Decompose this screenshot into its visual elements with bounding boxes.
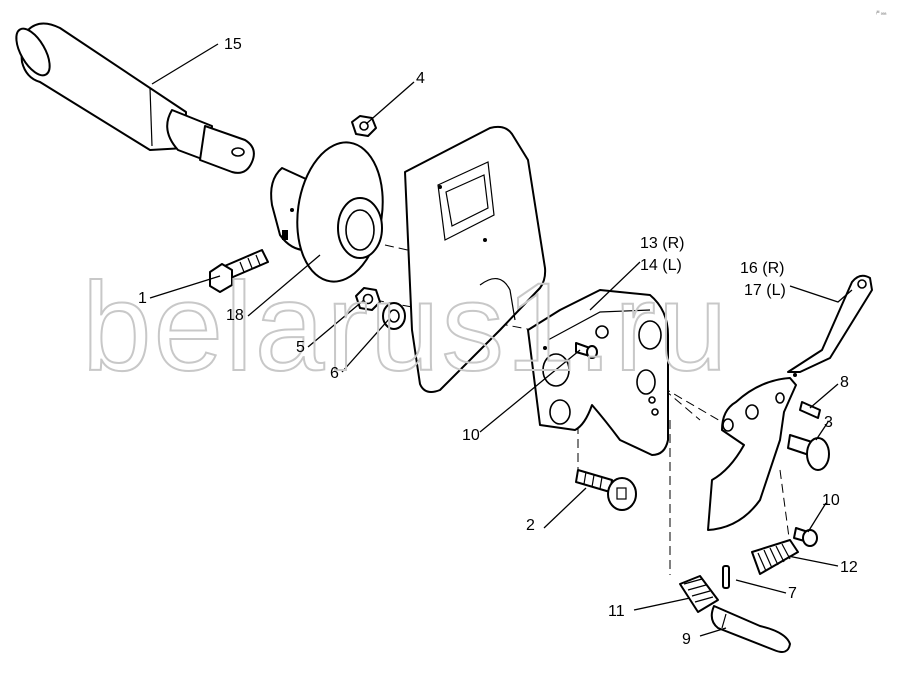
watermark: belarus1.ru bbox=[82, 258, 729, 397]
callout-labels: 15 4 1 18 5 6 10 13 (R) 14 (L) 16 (R) 17… bbox=[138, 36, 858, 648]
callout-6: 6 bbox=[330, 365, 339, 382]
callout-10-lower: 10 bbox=[822, 492, 840, 509]
part-15-handle-grip bbox=[15, 22, 255, 174]
part-1-bolt bbox=[209, 249, 269, 293]
leader-lines bbox=[149, 43, 853, 637]
callout-4: 4 bbox=[416, 70, 425, 87]
part-12-spring bbox=[751, 539, 799, 575]
mounting-plate bbox=[404, 125, 547, 393]
part-16-17-lever bbox=[707, 274, 873, 531]
callout-15: 15 bbox=[224, 36, 242, 53]
part-11-spring bbox=[679, 575, 719, 613]
corner-mark: ᵢᴹ ₐₐₐ bbox=[876, 10, 886, 16]
part-3-bolt bbox=[787, 434, 830, 471]
part-9-rod bbox=[710, 605, 791, 653]
callout-16: 16 (R) bbox=[740, 260, 784, 277]
callout-3: 3 bbox=[824, 414, 833, 431]
callout-14: 14 (L) bbox=[640, 257, 682, 274]
part-13-14-bracket bbox=[527, 289, 669, 456]
callout-12: 12 bbox=[840, 559, 858, 576]
part-2-screw bbox=[575, 469, 637, 511]
callout-5: 5 bbox=[296, 339, 305, 356]
callout-7: 7 bbox=[788, 585, 797, 602]
callout-2: 2 bbox=[526, 517, 535, 534]
callout-17: 17 (L) bbox=[744, 282, 786, 299]
callout-9: 9 bbox=[682, 631, 691, 648]
callout-8: 8 bbox=[840, 374, 849, 391]
part-7-pin bbox=[722, 565, 730, 589]
callout-11: 11 bbox=[608, 603, 625, 620]
part-10-pin-upper bbox=[575, 342, 598, 359]
part-6-washer bbox=[382, 302, 406, 330]
callout-1: 1 bbox=[138, 290, 147, 307]
callout-13: 13 (R) bbox=[640, 235, 684, 252]
part-8-pin bbox=[799, 401, 821, 419]
callout-10-upper: 10 bbox=[462, 427, 480, 444]
part-18-hub bbox=[270, 141, 384, 283]
part-10-pin-lower bbox=[793, 527, 818, 547]
callout-18: 18 bbox=[226, 307, 244, 324]
part-5-nut bbox=[355, 287, 381, 311]
